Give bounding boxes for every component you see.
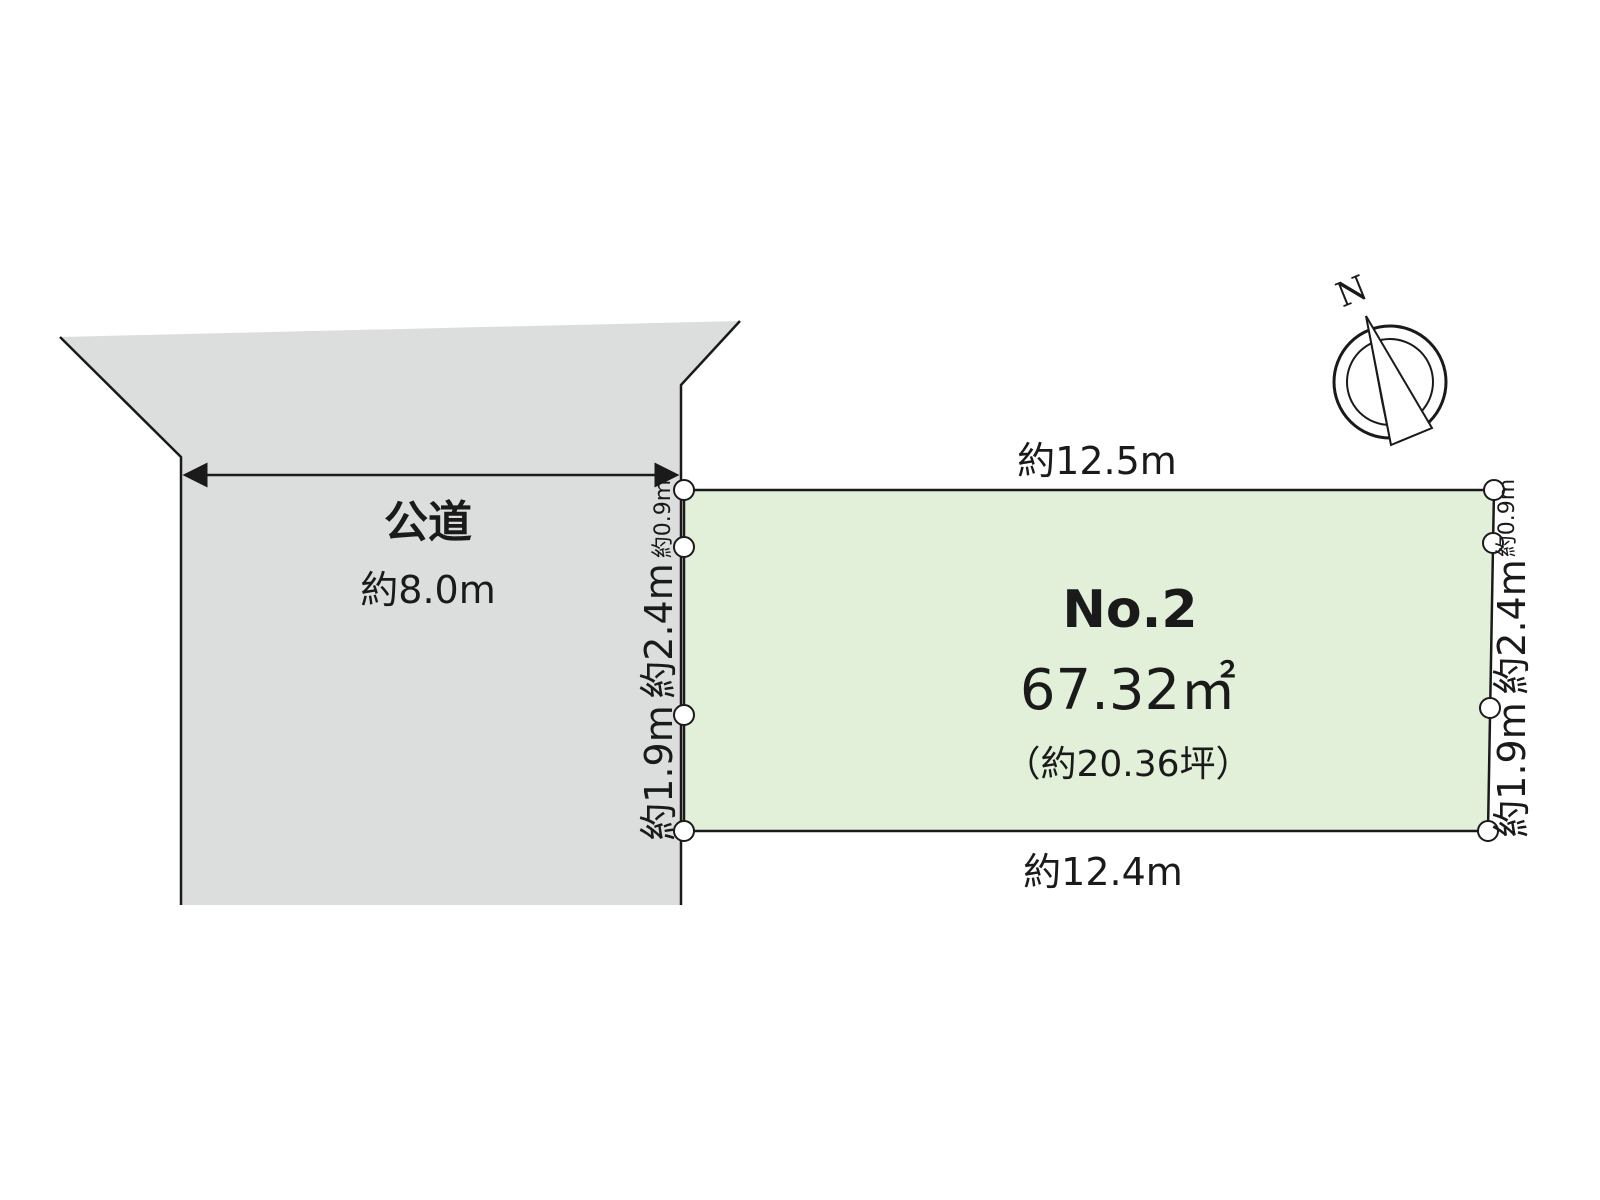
left-segment-3: 約1.9m — [637, 705, 681, 840]
road-width-label: 約8.0m — [360, 568, 495, 612]
right-segment-1: 約0.9m — [1495, 479, 1520, 557]
lot-top-width: 約12.5m — [1017, 439, 1177, 483]
compass-needle-light — [1365, 315, 1434, 447]
lot-number: No.2 — [1062, 580, 1197, 640]
boundary-marker — [1482, 532, 1504, 554]
boundary-marker — [1483, 479, 1505, 501]
north-arrow-icon: N — [1331, 268, 1448, 447]
road-name: 公道 — [384, 497, 472, 548]
boundary-marker — [1477, 820, 1499, 842]
right-segment-2: 約2.4m — [1490, 559, 1534, 694]
compass-north-label: N — [1331, 268, 1374, 316]
boundary-marker — [673, 704, 695, 726]
road-edge-right — [679, 320, 741, 905]
road-edge-left — [59, 336, 183, 905]
boundary-marker — [673, 536, 695, 558]
boundary-markers — [673, 479, 1505, 842]
lot-tsubo-label: （約20.36坪） — [1004, 744, 1251, 785]
lot-area-label: 67.32㎡ — [1020, 658, 1236, 723]
boundary-marker — [673, 820, 695, 842]
lot-bottom-width: 約12.4m — [1023, 850, 1183, 894]
boundary-marker — [673, 479, 695, 501]
right-segment-3: 約1.9m — [1490, 702, 1534, 837]
left-segment-2: 約2.4m — [637, 563, 681, 698]
left-segment-1: 約0.9m — [651, 480, 676, 558]
boundary-marker — [1479, 697, 1501, 719]
